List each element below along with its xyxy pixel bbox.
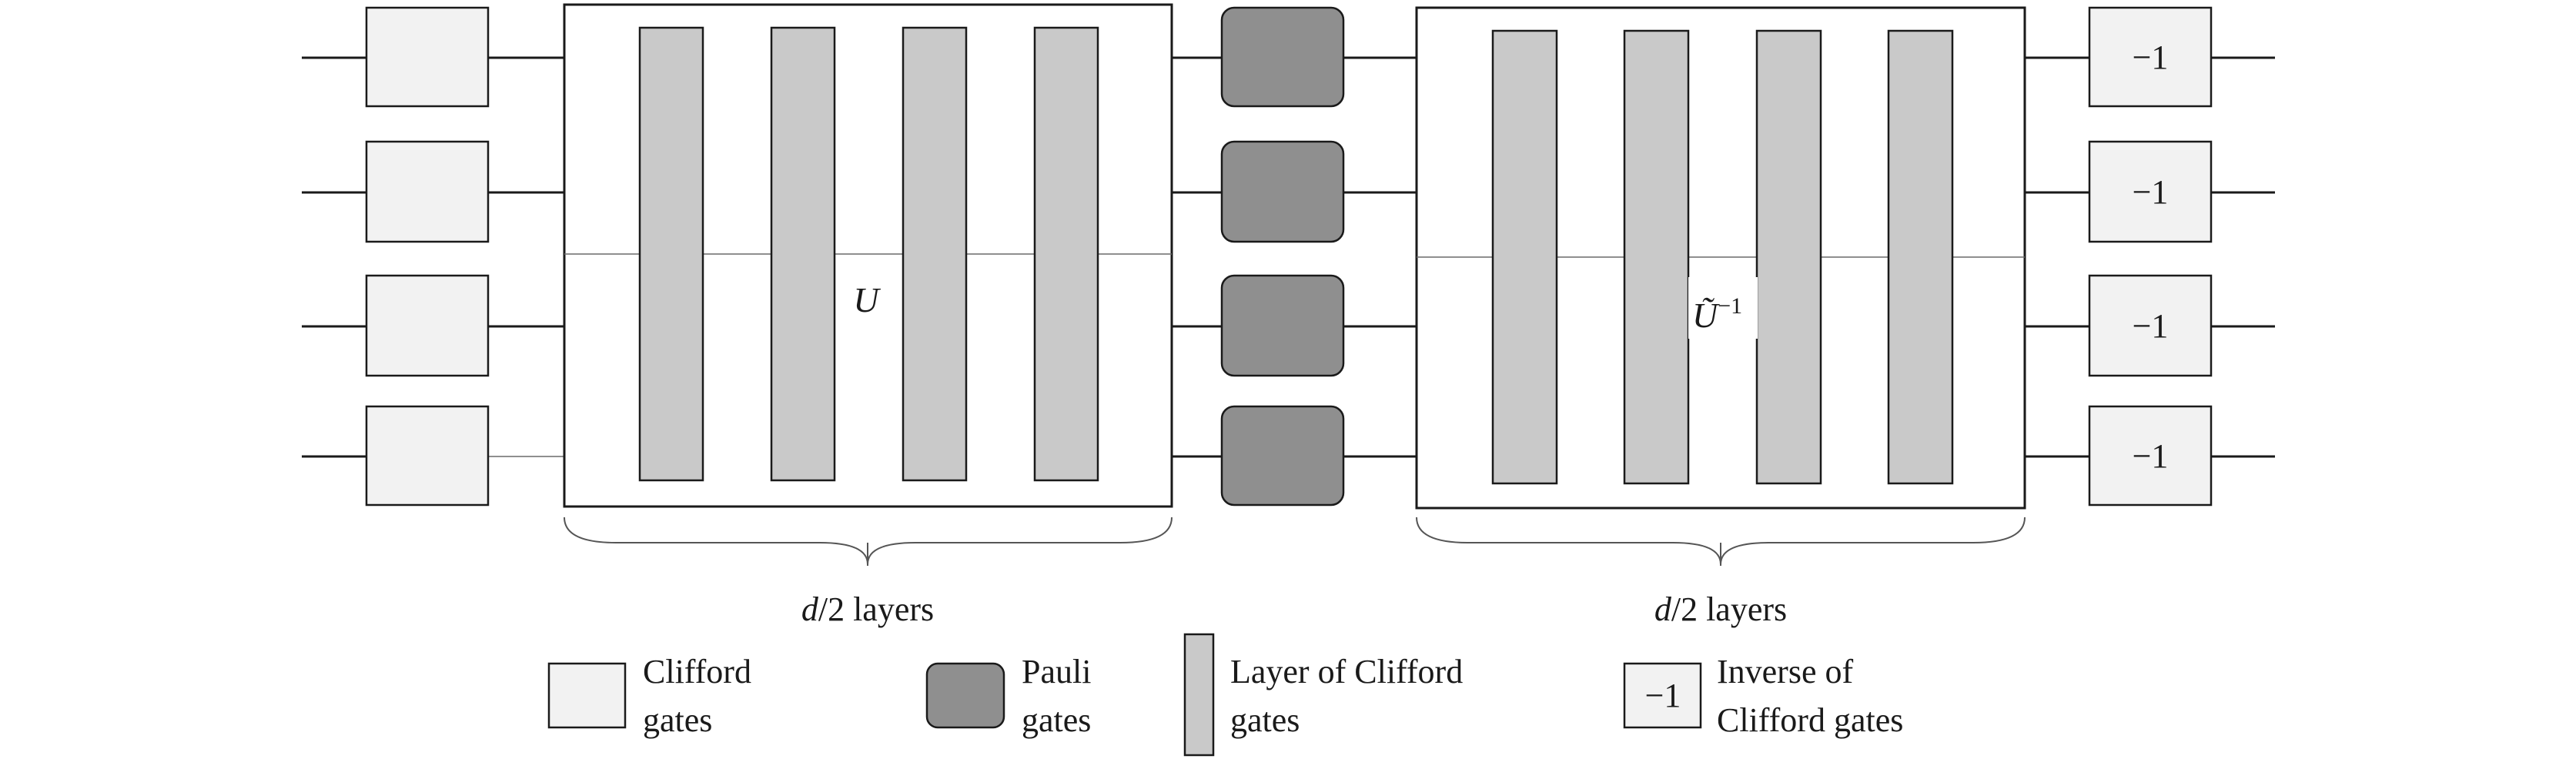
legend-clifford-line1: Clifford xyxy=(643,653,751,690)
pauli-gates-column xyxy=(1220,6,1345,507)
inverse-clifford-gate xyxy=(2088,6,2213,108)
pauli-gate xyxy=(1220,405,1345,507)
right-brace-label: d/2 layers xyxy=(1654,590,1787,628)
clifford-layer xyxy=(638,26,704,482)
right-brace-group: d/2 layers xyxy=(1416,517,2026,628)
inverse-clifford-gate xyxy=(2088,140,2213,243)
legend-clifford-swatch xyxy=(547,662,627,729)
legend-inverse-line2: Clifford gates xyxy=(1717,701,1903,739)
legend-pauli-swatch xyxy=(925,662,1005,729)
clifford-layer xyxy=(1887,29,1954,485)
inverse-clifford-gate-label: −1 xyxy=(2133,307,2169,345)
inverse-clifford-gate-label: −1 xyxy=(2133,437,2169,475)
clifford-layer xyxy=(1033,26,1099,482)
inverse-clifford-gate xyxy=(2088,274,2213,377)
legend-pauli-line2: gates xyxy=(1022,701,1091,739)
inverse-clifford-gate xyxy=(2088,405,2213,507)
unitary-label: U xyxy=(853,280,881,319)
qubit-wires xyxy=(302,56,2275,458)
inverse-label-bg xyxy=(1688,277,1758,339)
pauli-gate xyxy=(1220,274,1345,377)
legend-inverse: −1 Inverse of Clifford gates xyxy=(1623,653,1903,739)
inverse-clifford-gates-column: −1 −1 −1 −1 xyxy=(2088,6,2213,507)
pauli-gate xyxy=(1220,6,1345,108)
legend-layer: Layer of Clifford gates xyxy=(1183,633,1463,757)
clifford-gate xyxy=(365,6,490,108)
clifford-gates-column xyxy=(365,6,490,507)
legend-clifford-line2: gates xyxy=(643,701,712,739)
inverse-unitary-label: Ũ−1 xyxy=(1692,293,1742,335)
left-brace-label: d/2 layers xyxy=(801,590,934,628)
legend-layer-swatch xyxy=(1183,633,1215,757)
legend-pauli-line1: Pauli xyxy=(1022,653,1091,690)
clifford-layer xyxy=(1491,29,1558,485)
inverse-clifford-gate-label: −1 xyxy=(2133,173,2169,211)
pauli-gate xyxy=(1220,140,1345,243)
legend-inverse-symbol: −1 xyxy=(1645,677,1681,714)
inverse-unitary-block: Ũ−1 xyxy=(1415,6,2026,510)
clifford-layer xyxy=(902,26,968,482)
clifford-gate xyxy=(365,274,490,377)
legend-inverse-swatch xyxy=(1623,662,1702,729)
legend-layer-line1: Layer of Clifford xyxy=(1230,653,1463,690)
inverse-unitary-base: Ũ xyxy=(1692,296,1720,335)
inverse-clifford-gate-label: −1 xyxy=(2133,38,2169,76)
inverse-unitary-sup: −1 xyxy=(1718,293,1742,319)
unitary-block: U xyxy=(563,3,1173,508)
clifford-layer xyxy=(1755,29,1822,485)
unitary-label-bg xyxy=(842,273,896,326)
legend-pauli: Pauli gates xyxy=(925,653,1091,739)
legend-clifford: Clifford gates xyxy=(547,653,751,739)
clifford-gate xyxy=(365,140,490,243)
legend-inverse-line1: Inverse of xyxy=(1717,653,1853,690)
clifford-layer xyxy=(1623,29,1690,485)
clifford-layer xyxy=(770,26,836,482)
clifford-gate xyxy=(365,405,490,507)
left-brace-group: d/2 layers xyxy=(564,517,1173,628)
legend-layer-line2: gates xyxy=(1230,701,1300,739)
legend: Clifford gates Pauli gates Layer of Clif… xyxy=(547,633,1903,757)
